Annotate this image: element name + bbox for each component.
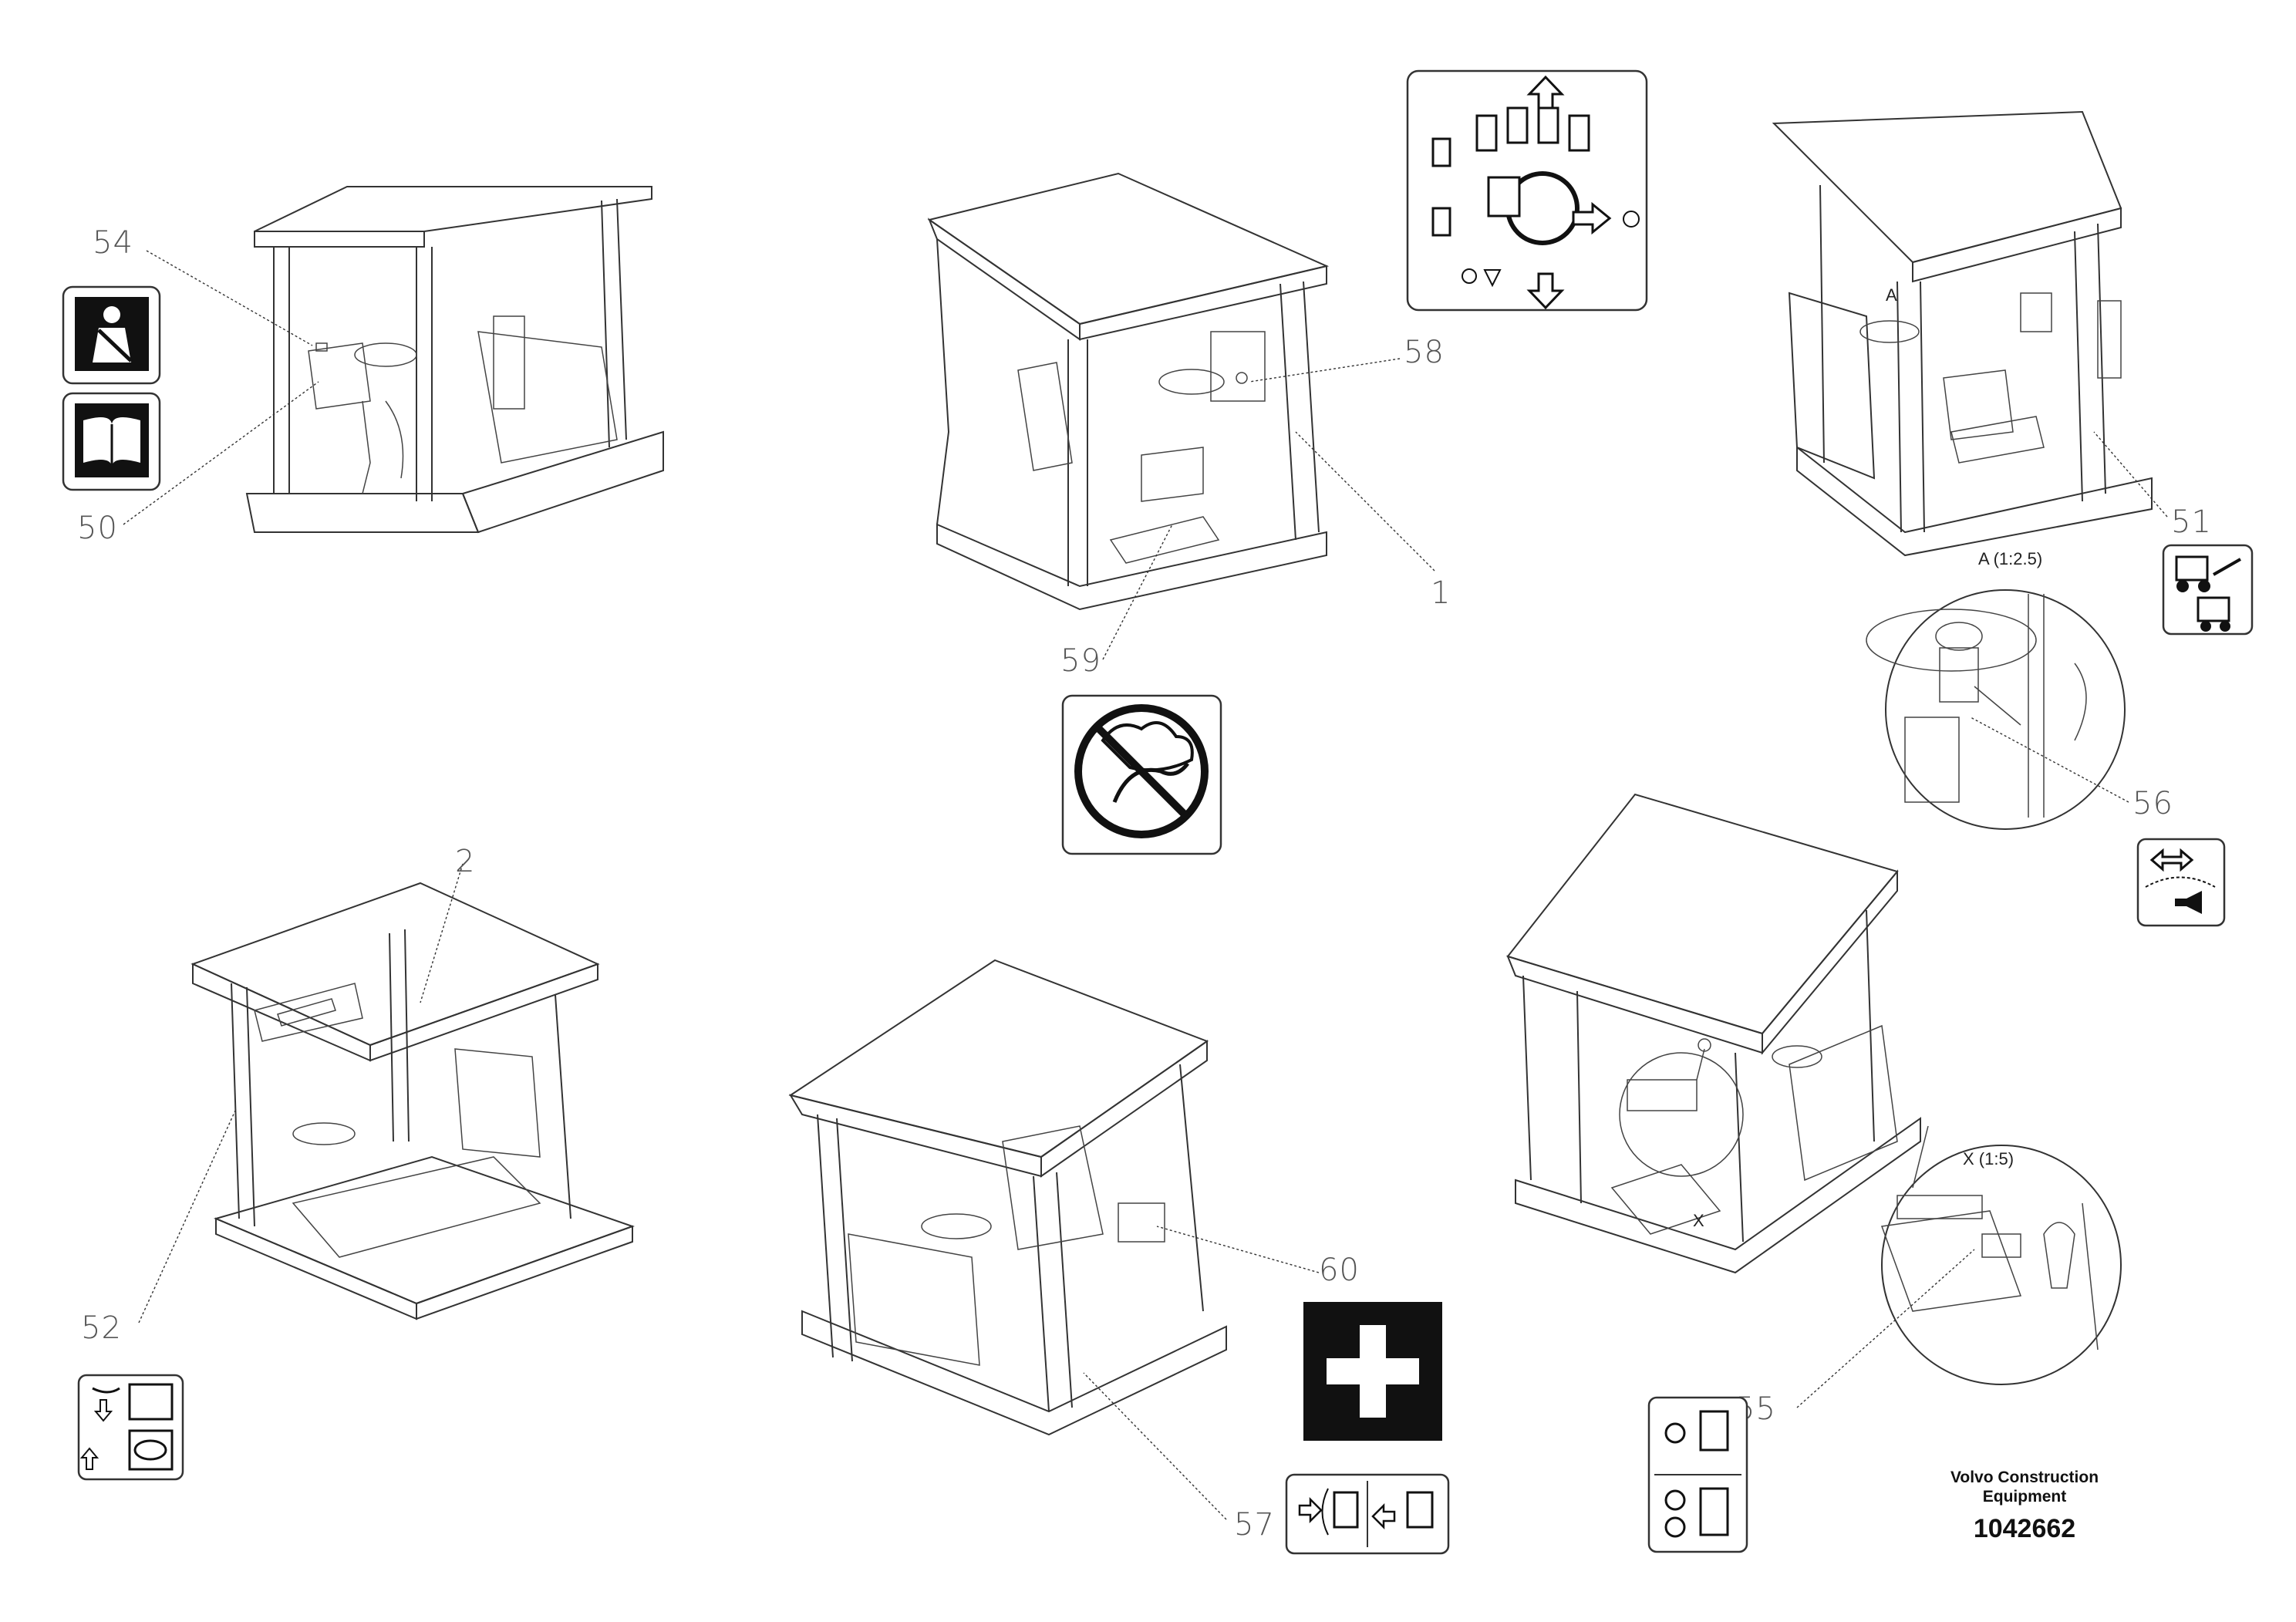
callout-51: 51 bbox=[2171, 504, 2212, 540]
part-number: 1042662 bbox=[1973, 1514, 2076, 1543]
joystick-direction-decal-icon bbox=[1406, 69, 1648, 312]
leader-lines bbox=[123, 250, 2168, 1520]
callout-50: 50 bbox=[77, 511, 118, 546]
machine-service-decal-icon bbox=[2162, 544, 2254, 636]
cab-view-top-left bbox=[245, 186, 664, 534]
detail-a-circle bbox=[1866, 589, 2126, 830]
manufacturer-name: Volvo Construction Equipment bbox=[1950, 1469, 2099, 1506]
cab-view-top-center bbox=[927, 172, 1330, 611]
callout-56: 56 bbox=[2132, 786, 2173, 821]
cab-view-top-right bbox=[1772, 110, 2153, 557]
seat-adjust-decal-icon bbox=[77, 1374, 184, 1481]
callout-58: 58 bbox=[1404, 335, 1445, 370]
cab-view-bottom-center bbox=[788, 959, 1227, 1436]
callout-52: 52 bbox=[81, 1310, 122, 1346]
callout-60: 60 bbox=[1319, 1253, 1360, 1288]
callout-1: 1 bbox=[1431, 575, 1451, 611]
seatbelt-decal-icon bbox=[62, 285, 161, 385]
title-block: Volvo Construction Equipment 1042662 bbox=[1932, 1468, 2117, 1544]
steering-mode-decal-icon bbox=[1285, 1473, 1450, 1555]
horn-steering-decal-icon bbox=[2136, 838, 2226, 927]
callout-54: 54 bbox=[93, 225, 133, 261]
marker-a: A bbox=[1886, 285, 1897, 305]
no-high-pressure-wash-decal-icon bbox=[1061, 694, 1222, 855]
callout-numbers: 54 50 58 1 59 51 56 2 52 60 57 55 bbox=[77, 225, 2212, 1543]
callout-59: 59 bbox=[1060, 643, 1101, 679]
operator-manual-decal-icon bbox=[62, 392, 161, 491]
first-aid-cross-icon bbox=[1303, 1302, 1442, 1441]
detail-x-label: X (1:5) bbox=[1963, 1149, 2014, 1168]
callout-2: 2 bbox=[455, 844, 475, 879]
detail-labels: A (1:2.5) X (1:5) A X bbox=[1693, 285, 2042, 1230]
cab-view-bottom-right bbox=[1506, 793, 1921, 1274]
detail-a-label: A (1:2.5) bbox=[1978, 549, 2042, 568]
marker-x: X bbox=[1693, 1211, 1704, 1230]
cab-view-bottom-left bbox=[190, 882, 636, 1320]
detail-x-circle bbox=[1880, 1125, 2122, 1385]
steering-lock-decal-icon bbox=[1647, 1396, 1748, 1553]
callout-57: 57 bbox=[1234, 1507, 1275, 1543]
